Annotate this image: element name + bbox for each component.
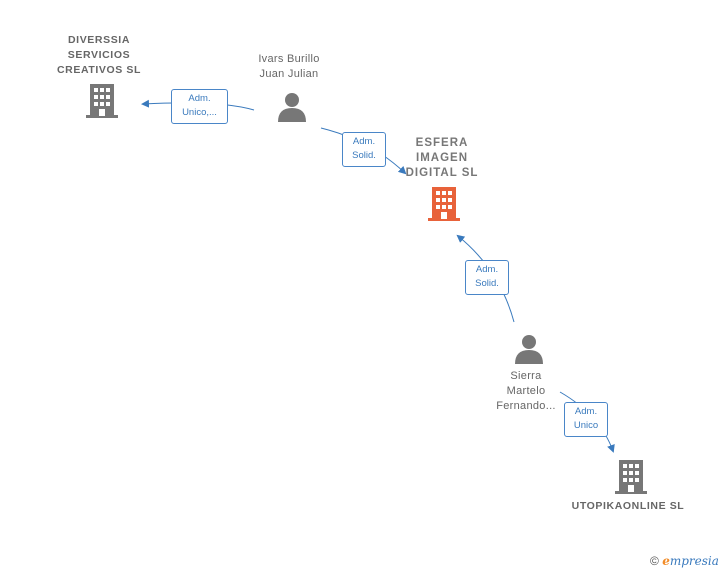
label-line: IMAGEN [416, 152, 468, 164]
edge-label-line: Adm. [475, 264, 499, 275]
edge-label-line: Adm. [574, 406, 598, 417]
edge-label-line: Adm. [352, 136, 376, 147]
label-line: Ivars Burillo [258, 53, 320, 65]
label-line: UTOPIKAONLINE SL [571, 500, 685, 512]
person-icon[interactable] [514, 334, 544, 364]
person-label-ivars[interactable]: Ivars Burillo Juan Julian [230, 52, 348, 82]
label-line: Fernando... [496, 400, 556, 412]
edge-label-line: Unico [573, 420, 599, 431]
label-line: ESFERA [415, 137, 469, 149]
company-label-esfera[interactable]: ESFERA IMAGEN DIGITAL SL [382, 136, 502, 181]
edge-label-line: Solid. [352, 150, 376, 161]
footer-brand: © empresia [650, 554, 719, 568]
label-line: SERVICIOS [67, 49, 131, 61]
edge-label-line: Solid. [475, 278, 499, 289]
edge-label-ivars-esfera[interactable]: Adm. Solid. [342, 132, 386, 167]
label-line: Sierra [510, 370, 542, 382]
label-line: DIGITAL SL [405, 167, 479, 179]
building-icon[interactable] [86, 84, 118, 118]
copyright-icon: © [650, 554, 659, 568]
brand-initial: e [662, 554, 670, 568]
edge-label-line: Adm. [188, 93, 211, 104]
building-icon-focus[interactable] [428, 187, 460, 221]
building-icon[interactable] [615, 460, 647, 494]
person-label-sierra[interactable]: Sierra Martelo Fernando... [476, 369, 576, 414]
person-icon[interactable] [277, 92, 307, 122]
label-line: CREATIVOS SL [56, 64, 141, 76]
label-line: Martelo [506, 385, 546, 397]
brand-logo: empresia [662, 554, 719, 568]
edge-label-line: Unico,... [182, 107, 217, 118]
brand-rest: mpresia [669, 554, 719, 568]
edge-label-ivars-diverssia[interactable]: Adm. Unico,... [171, 89, 228, 124]
label-line: DIVERSSIA [68, 34, 130, 46]
company-label-diverssia[interactable]: DIVERSSIA SERVICIOS CREATIVOS SL [40, 33, 158, 78]
company-label-utopika[interactable]: UTOPIKAONLINE SL [560, 499, 696, 514]
edge-label-sierra-esfera[interactable]: Adm. Solid. [465, 260, 509, 295]
edge-label-sierra-utopika[interactable]: Adm. Unico [564, 402, 608, 437]
label-line: Juan Julian [259, 68, 319, 80]
